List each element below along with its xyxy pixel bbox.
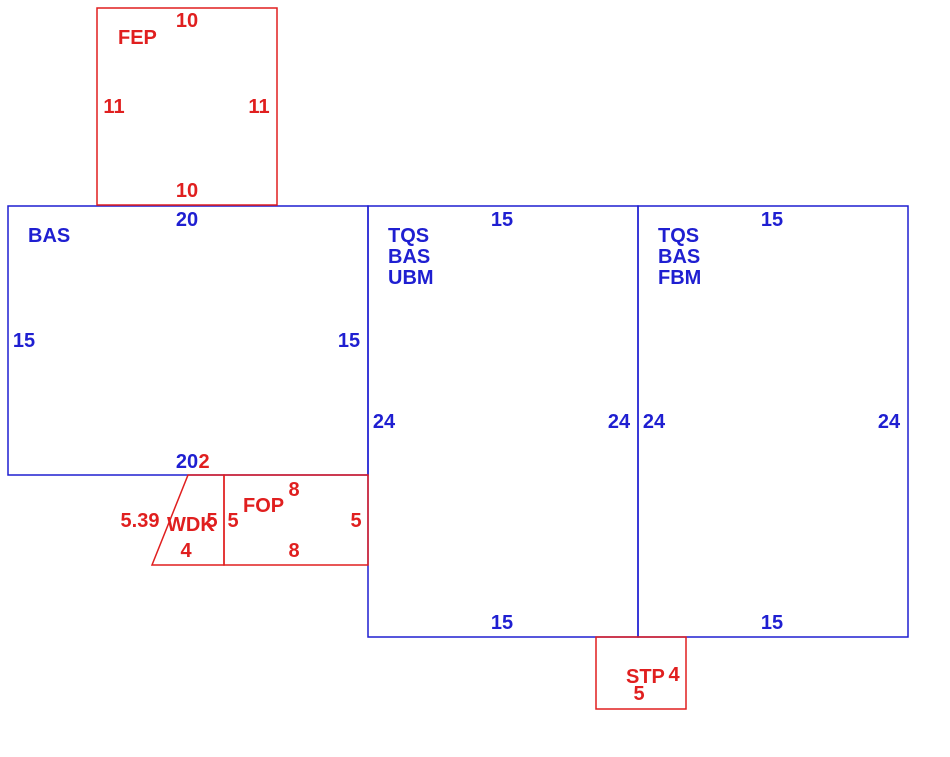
wdk-top-dim: 2 — [198, 451, 209, 473]
bas-main-top-dim: 20 — [176, 209, 198, 231]
bas-main-right-dim: 15 — [338, 330, 360, 352]
stp-code: STP — [626, 666, 665, 688]
wdk-code: WDK — [167, 514, 215, 536]
bas-main-left-dim: 15 — [13, 330, 35, 352]
fep-outline — [96, 7, 278, 206]
tqs-fbm-bottom-dim: 15 — [761, 612, 783, 634]
fop-top-dim: 8 — [288, 479, 299, 501]
tqs-ubm-bottom-dim: 15 — [491, 612, 513, 634]
fep-left-dim: 11 — [103, 96, 124, 118]
wdk-bottom-dim: 4 — [180, 540, 192, 562]
fep-top-dim: 10 — [176, 10, 198, 32]
tqs-ubm-right-dim: 24 — [608, 411, 631, 433]
fep-code: FEP — [118, 27, 157, 49]
wdk-right-dim: 5 — [206, 510, 217, 532]
stp-outline — [595, 636, 687, 710]
tqs-ubm-code-1: TQS — [388, 225, 429, 247]
tqs-fbm-code-3: FBM — [658, 267, 701, 289]
stp-right-dim: 4 — [668, 664, 680, 686]
tqs-fbm-code-1: TQS — [658, 225, 699, 247]
fep-right-dim: 11 — [248, 96, 269, 118]
tqs-fbm-top-dim: 15 — [761, 209, 783, 231]
fop-code: FOP — [243, 495, 284, 517]
fop-bottom-dim: 8 — [288, 540, 299, 562]
bas-main-bottom-dim: 20 — [176, 451, 198, 473]
stp-bottom-dim: 5 — [633, 683, 644, 705]
fop-right-dim: 5 — [350, 510, 361, 532]
tqs-ubm-code-2: BAS — [388, 246, 430, 268]
tqs-fbm-right-dim: 24 — [878, 411, 901, 433]
bas-main-code: BAS — [28, 225, 70, 247]
tqs-ubm-top-dim: 15 — [491, 209, 513, 231]
tqs-ubm-code-3: UBM — [388, 267, 434, 289]
fep-bottom-dim: 10 — [176, 180, 198, 202]
tqs-ubm-left-dim: 24 — [373, 411, 396, 433]
wdk-left-dim: 5.39 — [121, 510, 160, 532]
tqs-fbm-code-2: BAS — [658, 246, 700, 268]
tqs-fbm-outline — [637, 205, 909, 638]
tqs-fbm-left-dim: 24 — [643, 411, 666, 433]
fop-left-dim: 5 — [227, 510, 238, 532]
fop-outline — [223, 474, 369, 566]
